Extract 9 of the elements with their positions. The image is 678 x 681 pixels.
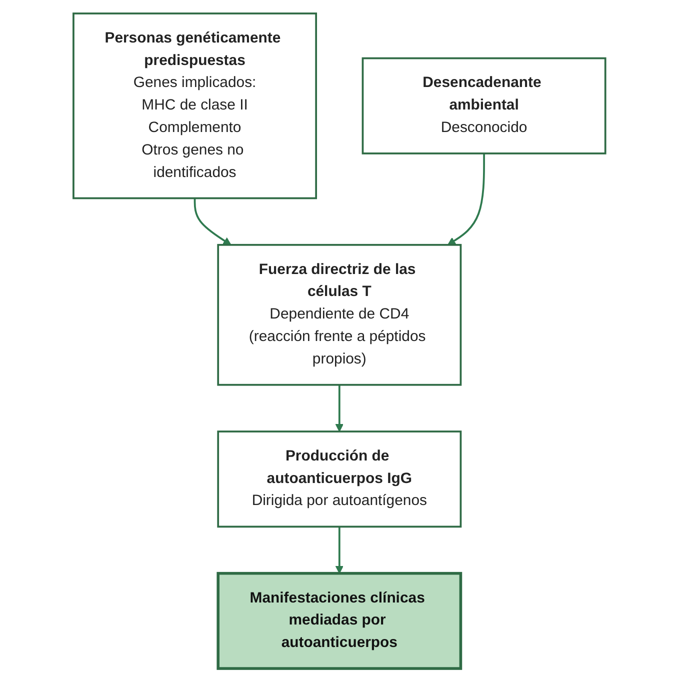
arrow [193,198,231,245]
node-box: Fuerza directriz de las células T Dependiente de CD4 (reacción frente a péptidos propios) [216,243,462,386]
node-box: Personas genéticamente predispuestas Genes implicados: MHC de clase II Complemento Otros genes no identificados [72,12,317,199]
arrow [334,384,344,432]
node-box: Producción de autoanticuerpos IgG Dirigida por autoantígenos [216,430,462,528]
node-box: Desencadenante ambiental Desconocido [361,56,606,154]
node-box: Manifestaciones clínicas mediadas por autoanticuerpos [216,571,462,670]
arrow [334,526,344,574]
arrow [447,152,485,245]
